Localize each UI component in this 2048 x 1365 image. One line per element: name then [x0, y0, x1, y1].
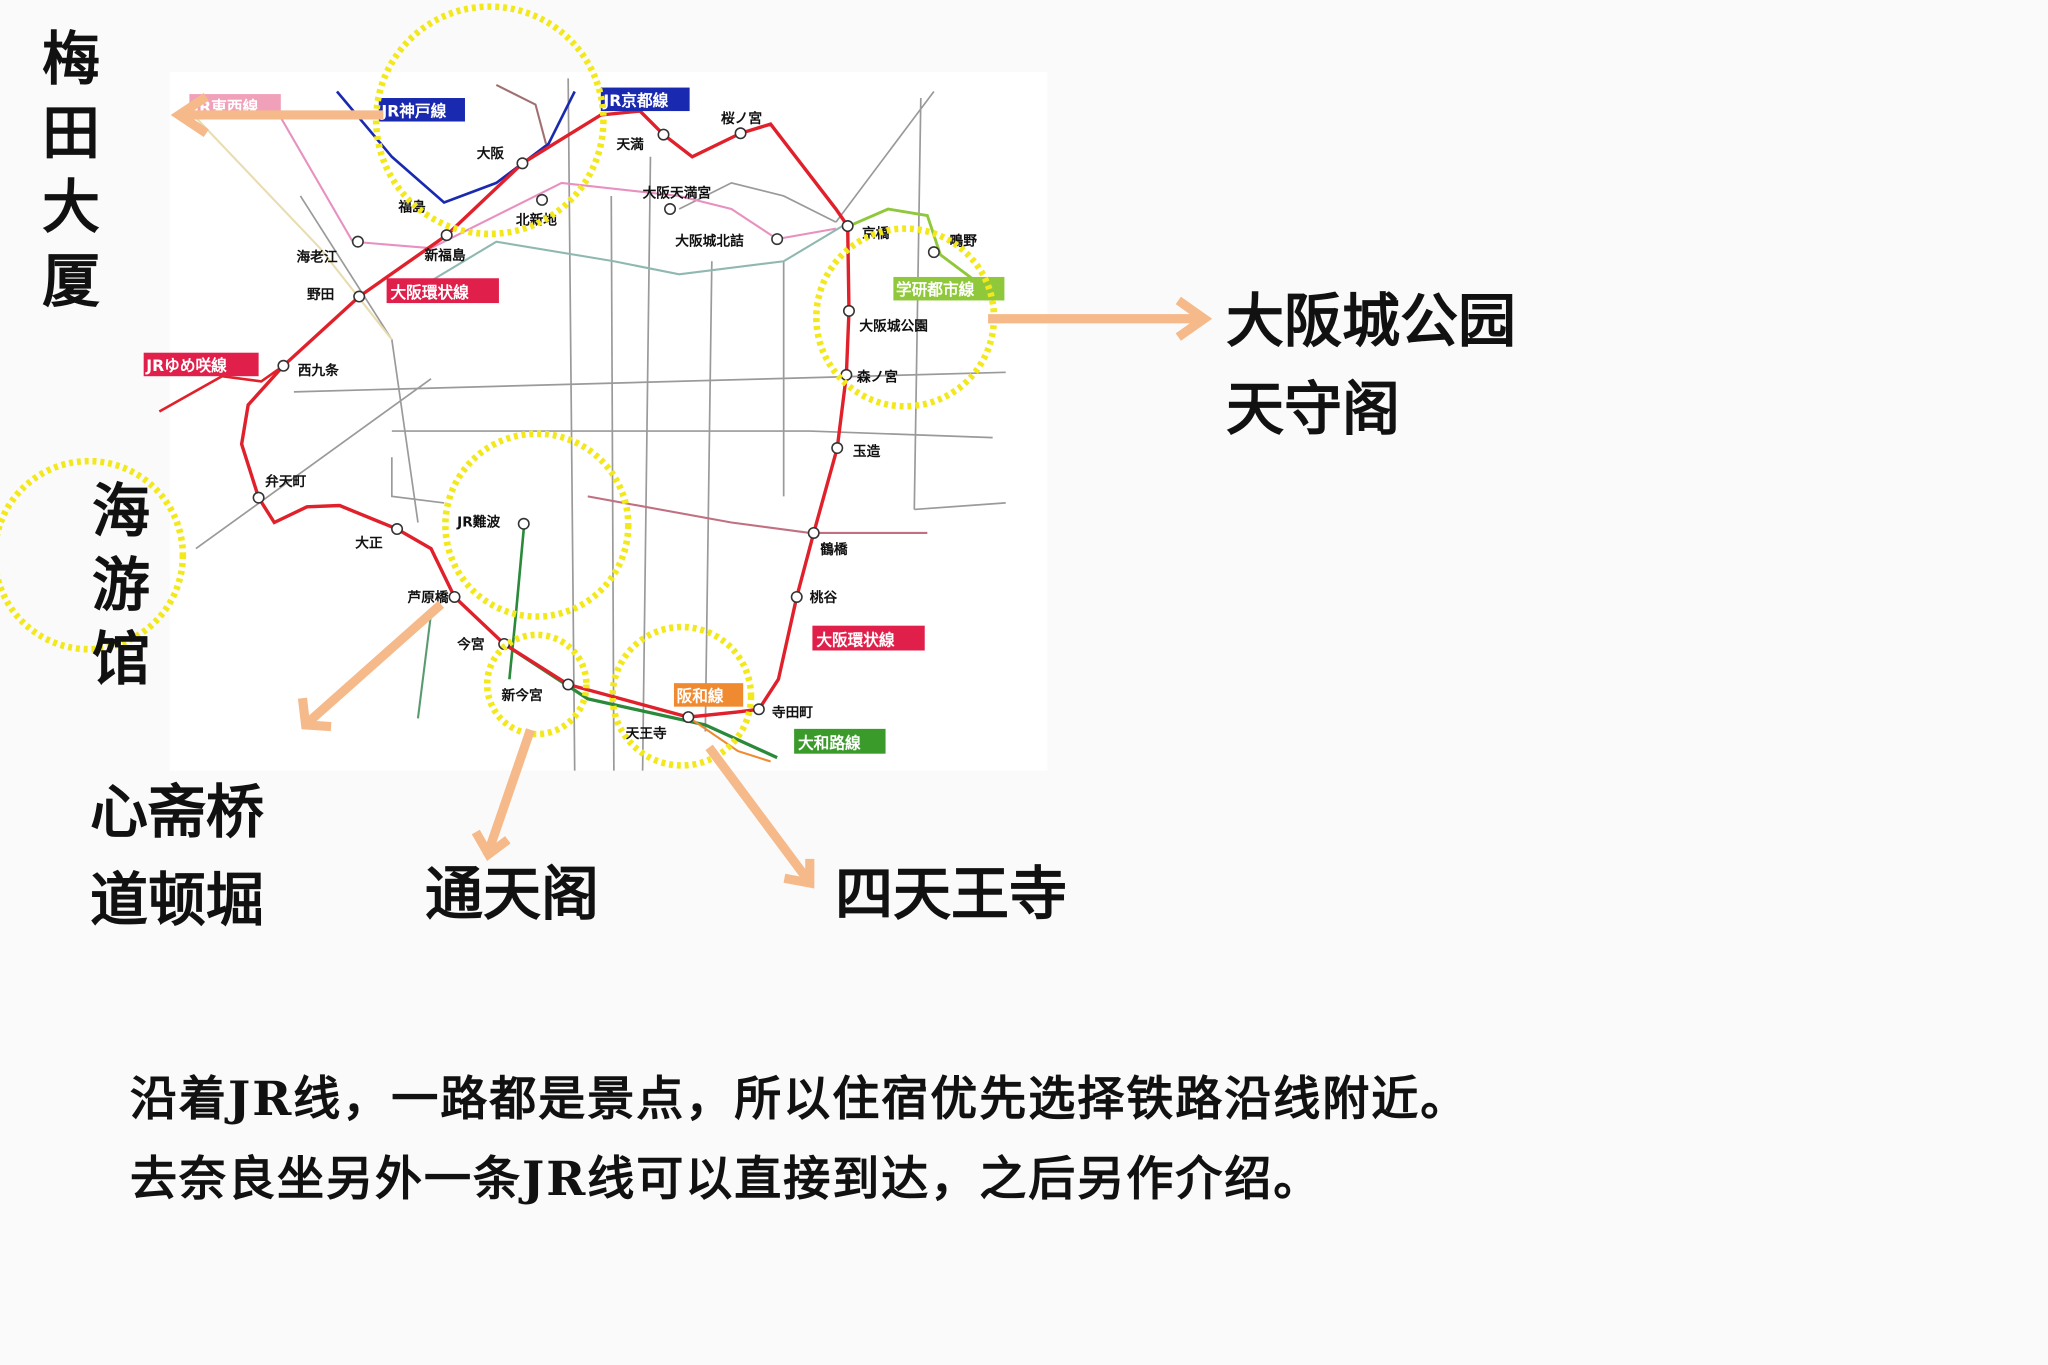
station-ashiharabashi: 芦原橋 [408, 589, 449, 606]
highlight-shinimamiya [483, 631, 590, 738]
arrow-shinsaibashi [297, 600, 445, 732]
line-hanwa: 阪和線 [677, 686, 724, 705]
line-kobe: JR神戸線 [380, 101, 446, 120]
station-sakuranomiya: 桜ノ宮 [721, 110, 762, 127]
station-shinimamiya: 新今宮 [502, 687, 543, 704]
highlight-umeda [372, 3, 607, 238]
station-tsuruhashi: 鶴橋 [820, 541, 848, 558]
station-labels: 大阪 天満 桜ノ宮 福島 北新地 新福島 海老江 野田 西九条 弁天町 大正 J… [265, 110, 977, 742]
line-kyoto: JR京都線 [602, 91, 668, 110]
station-imamiya: 今宮 [457, 636, 484, 653]
label-tsutenkaku: 通天阁 [425, 860, 600, 928]
station-morinomiya: 森ノ宮 [857, 368, 898, 385]
highlight-tennoji [609, 623, 755, 769]
station-shinfukushima: 新福島 [424, 247, 465, 264]
caption-line-2: 去奈良坐另外一条JR线可以直接到达，之后另作介绍。 [130, 1152, 1323, 1207]
station-momodani: 桃谷 [810, 589, 838, 606]
station-jrnamba: JR難波 [456, 513, 500, 530]
line-badges: JR東西線 JR神戸線 JR京都線 大阪環状線 JRゆめ咲線 学研都市線 大阪環… [143, 87, 1005, 754]
station-osakajokitazume: 大阪城北詰 [675, 233, 744, 250]
station-osaka: 大阪 [477, 145, 505, 162]
station-noda: 野田 [307, 287, 334, 303]
label-umeda: 梅田大厦 [42, 25, 101, 315]
label-shinsaibashi: 心斋桥 [90, 778, 265, 846]
caption-line-1: 沿着JR线，一路都是景点，所以住宿优先选择铁路沿线附近。 [130, 1072, 1470, 1127]
station-taisho: 大正 [355, 534, 383, 551]
pointer-arrows [170, 92, 1213, 889]
station-osakajokoen: 大阪城公園 [859, 318, 928, 335]
line-yamatoji: 大和路線 [798, 733, 861, 752]
arrow-umeda [170, 92, 384, 138]
station-tamatsukuri: 玉造 [853, 443, 881, 460]
line-yumesaki: JRゆめ咲線 [145, 356, 227, 375]
line-loop-north: 大阪環状線 [391, 283, 470, 302]
arrow-tsutenkaku [471, 728, 535, 862]
station-temma: 天満 [616, 136, 644, 153]
label-aquarium: 海游馆 [92, 477, 151, 693]
station-markers [252, 127, 940, 724]
street-lines [195, 78, 1006, 771]
line-loop-south: 大阪環状線 [816, 630, 895, 649]
label-dotonbori: 道顿堀 [90, 866, 265, 934]
osaka-loop-line [239, 109, 851, 719]
line-gakkentoshi: 学研都市線 [896, 280, 975, 299]
station-bentencho: 弁天町 [265, 473, 306, 490]
station-kyobashi: 京橋 [862, 225, 890, 242]
station-osakatenmangu: 大阪天満宮 [643, 184, 712, 201]
highlight-namba [442, 430, 632, 620]
label-osaka-castle-park: 大阪城公园 [1226, 287, 1517, 355]
arrow-castle [988, 296, 1213, 341]
arrow-shitennoji [705, 744, 815, 889]
station-ebie: 海老江 [296, 248, 337, 265]
station-nishikujo: 西九条 [298, 362, 339, 379]
yumesaki-line [158, 364, 285, 413]
highlight-aquarium [0, 457, 187, 653]
station-tennoji: 天王寺 [626, 726, 667, 742]
label-shitennoji: 四天王寺 [835, 860, 1068, 928]
label-tenshukaku: 天守阁 [1226, 375, 1401, 443]
station-teradacho: 寺田町 [772, 705, 813, 721]
